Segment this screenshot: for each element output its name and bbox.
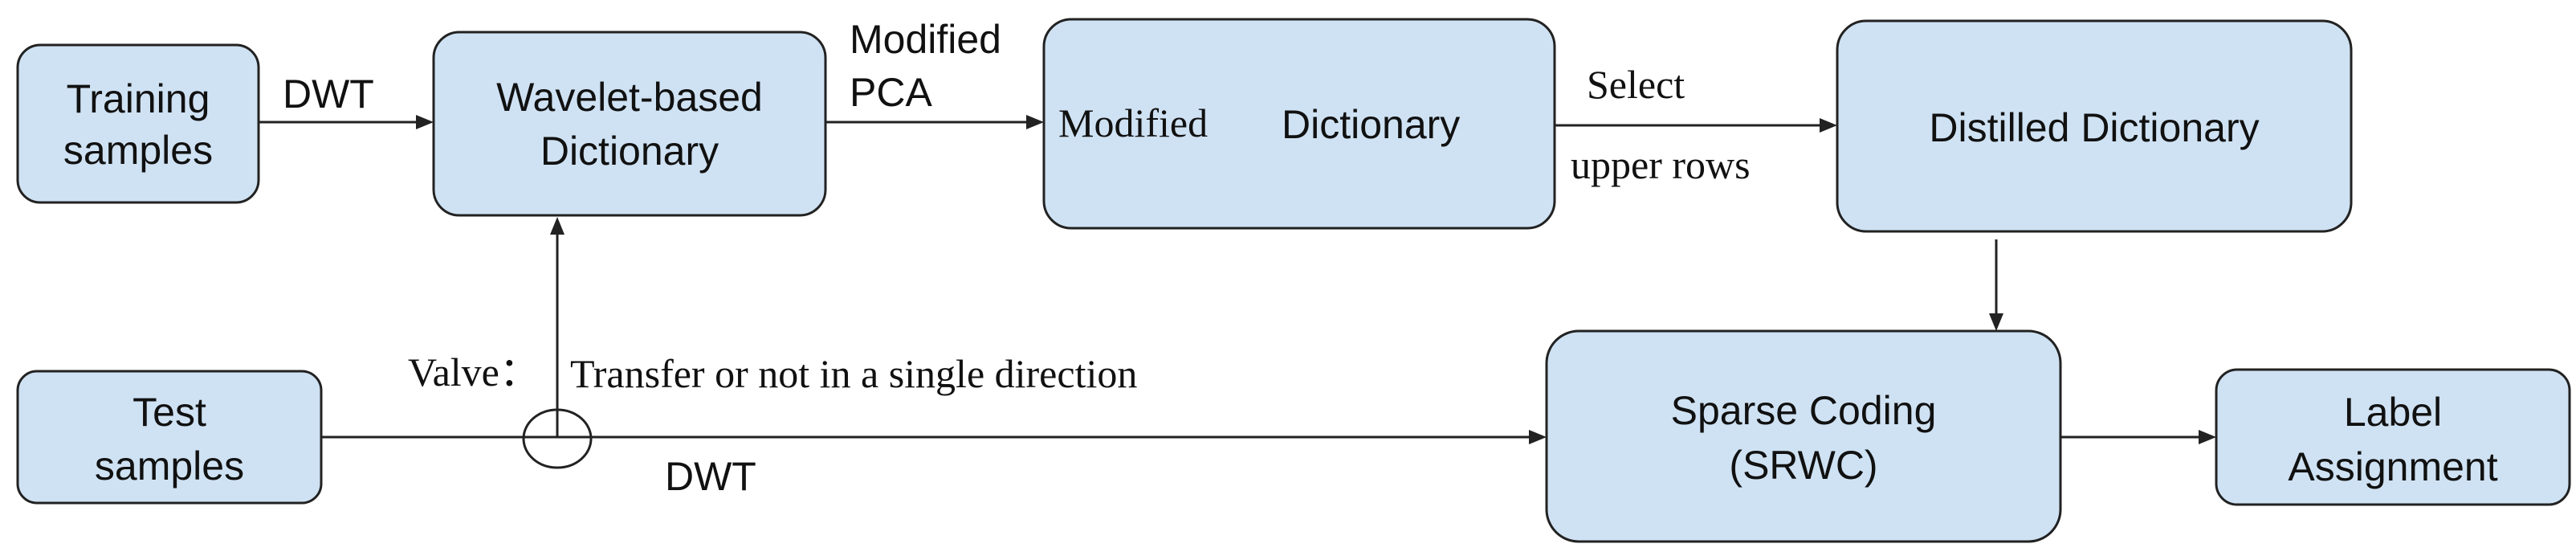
node-label: samples xyxy=(95,444,244,489)
node-label: Modified xyxy=(1058,100,1208,145)
node-test-samples: Test samples xyxy=(16,370,323,505)
arrow-distilled-to-sparse xyxy=(1989,239,2003,331)
arrow-sparse-to-label xyxy=(2060,430,2216,444)
node-label: Wavelet-based xyxy=(496,75,763,120)
arrow-wavelet-to-modified: Modified PCA xyxy=(825,17,1044,129)
node-sparse-coding: Sparse Coding (SRWC) xyxy=(1545,329,2062,543)
edge-label-dwt: DWT xyxy=(665,454,756,499)
node-label: Distilled Dictionary xyxy=(1929,105,2259,150)
edge-label-select: Select xyxy=(1587,62,1685,107)
node-label: Dictionary xyxy=(1282,102,1460,147)
node-label: Dictionary xyxy=(540,129,719,174)
valve-symbol xyxy=(522,408,593,469)
arrow-test-to-sparse: DWT xyxy=(321,430,1547,499)
valve-description: Transfer or not in a single direction xyxy=(570,351,1137,396)
node-modified-dictionary: Modified Dictionary xyxy=(1042,18,1556,230)
node-label: Assignment xyxy=(2288,444,2497,489)
edge-label-dwt: DWT xyxy=(283,72,374,117)
node-label: Training xyxy=(67,76,210,121)
arrow-modified-to-distilled: Select upper rows xyxy=(1555,62,1837,187)
valve-connector: Valve： Transfer or not in a single direc… xyxy=(408,217,1137,469)
node-label: Sparse Coding xyxy=(1671,388,1937,433)
arrow-training-to-wavelet: DWT xyxy=(259,72,434,129)
node-wavelet-dictionary: Wavelet-based Dictionary xyxy=(432,31,827,217)
node-training-samples: Training samples xyxy=(16,43,260,204)
node-label-assignment: Label Assignment xyxy=(2215,368,2571,506)
edge-label-upper-rows: upper rows xyxy=(1571,142,1751,187)
edge-label-modified-pca: PCA xyxy=(850,70,932,115)
node-distilled-dictionary: Distilled Dictionary xyxy=(1836,19,2353,233)
valve-label: Valve： xyxy=(408,350,540,395)
node-label: Label xyxy=(2344,390,2442,435)
node-label: (SRWC) xyxy=(1729,443,1877,488)
edge-label-modified-pca: Modified xyxy=(850,17,1001,62)
node-label: samples xyxy=(63,128,213,173)
node-label: Test xyxy=(132,390,206,435)
